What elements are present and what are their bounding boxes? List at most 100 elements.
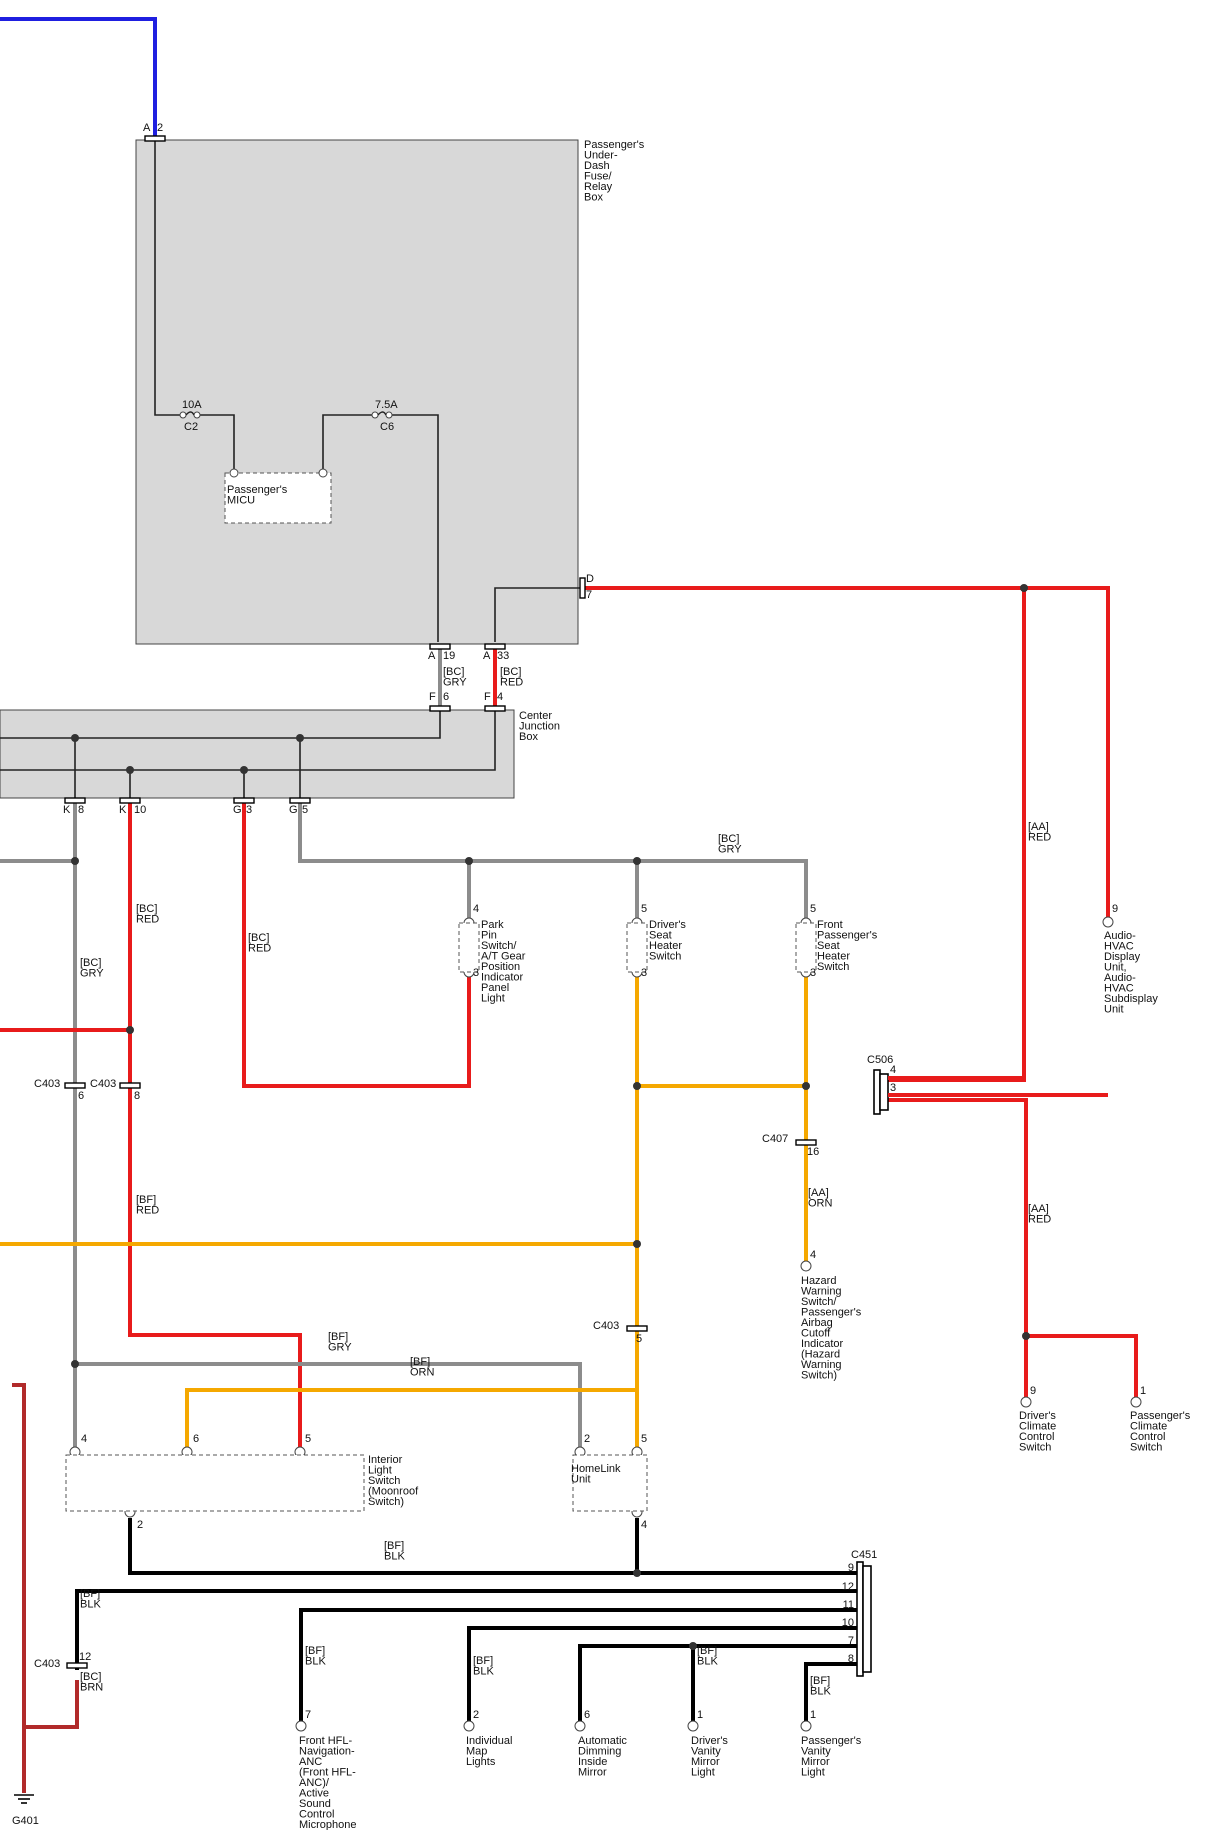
wire-k10-red (128, 800, 302, 1448)
frt-seat-heater-box (795, 922, 817, 973)
pin-hazard: 4 (810, 1249, 816, 1261)
conn-c506-pin2: 3 (890, 1082, 896, 1094)
conn-c506-pin1: 4 (890, 1064, 896, 1076)
wire-label-bc-gry-2: [BC]GRY (718, 833, 742, 856)
conn-c403a: C403 (34, 1078, 60, 1090)
fuse-f1-id: C2 (184, 421, 198, 433)
conn-c407-pin: 16 (807, 1146, 819, 1158)
wire-label-bc-red-1: [BC]RED (500, 666, 523, 689)
ground-icon (14, 1794, 34, 1804)
pin-drv-bot: 3 (641, 967, 647, 979)
pin-il-6: 6 (193, 1433, 199, 1445)
pin-park-top: 4 (473, 903, 479, 915)
d7-internal-wire (494, 587, 582, 642)
conn-a2-pin: 2 (157, 122, 163, 134)
homelink-unit-box (572, 1454, 648, 1512)
pin-hl-2: 2 (584, 1433, 590, 1445)
wire-label-bf-blk-1: [BF]BLK (384, 1540, 405, 1563)
wire-label-bc-gry-3: [BC]GRY (80, 957, 104, 980)
conn-f6-letter: F (429, 691, 436, 703)
pin-frt-top: 5 (810, 903, 816, 915)
pin-frt-bot: 3 (810, 967, 816, 979)
wire-blk-hl (128, 1518, 866, 1575)
pin-il-5: 5 (305, 1433, 311, 1445)
wire-label-bf-gry: [BF]GRY (328, 1331, 352, 1354)
wire-orn-seat (635, 975, 808, 1448)
wire-label-aa-red-1: [AA]RED (1028, 821, 1051, 844)
conn-c403a-pin: 6 (78, 1090, 84, 1102)
c506-connector-icon (873, 1069, 889, 1115)
wire-label-bc-red-2: [BC]RED (136, 903, 159, 926)
conn-c403c: C403 (593, 1320, 619, 1332)
wire-blk-c451 (75, 1589, 866, 1722)
splice-dots (71, 584, 1030, 1650)
wire-g5-gry (298, 800, 808, 920)
wire-d7-red (584, 586, 1110, 918)
conn-k8-letter: K (63, 804, 71, 816)
c451-pin-11: 11 (843, 1599, 854, 1611)
conn-c403d: C403 (34, 1658, 60, 1670)
cjb-splice-2 (296, 734, 304, 742)
pin-il-4: 4 (81, 1433, 87, 1445)
wire-blue (0, 17, 157, 138)
conn-a19-letter: A (428, 650, 436, 662)
wire-label-bc-red-3: [BC]RED (248, 932, 271, 955)
fuse-10a-icon (179, 411, 201, 419)
wire-label-bf-red: [BF]RED (136, 1194, 159, 1217)
fuse-relay-box (135, 139, 579, 645)
wire-label-bc-brn: [BC]BRN (80, 1671, 103, 1694)
conn-c403c-pin: 5 (636, 1333, 642, 1345)
fuse-f2-id: C6 (380, 421, 394, 433)
conn-c407: C407 (762, 1133, 788, 1145)
pin-drv-van: 1 (697, 1709, 703, 1721)
pin-audio: 9 (1112, 903, 1118, 915)
hfl-label: Front HFL-Navigation-ANC(Front HFL-ANC)/… (299, 1735, 356, 1830)
park-pin-switch-box (458, 922, 480, 973)
conn-a2-letter: A (143, 122, 151, 134)
wire-label-aa-orn: [AA]ORN (808, 1187, 833, 1210)
pin-hl-4: 4 (641, 1519, 647, 1531)
conn-d7-pin: 7 (586, 589, 592, 601)
conn-c403d-pin: 12 (79, 1651, 91, 1663)
wire-label-bf-orn: [BF]ORN (410, 1356, 435, 1379)
conn-g3-letter: G (233, 804, 242, 816)
wire-label-bf-blk-5: [BF]BLK (697, 1645, 718, 1668)
wire-aa-red-climate (888, 1098, 1138, 1398)
pin-map: 2 (473, 1709, 479, 1721)
conn-k10-letter: K (119, 804, 127, 816)
pin-pass-van: 1 (810, 1709, 816, 1721)
pin-drv-top: 5 (641, 903, 647, 915)
conn-f4-letter: F (484, 691, 491, 703)
conn-c451: C451 (851, 1549, 877, 1561)
conn-f4-pin: 4 (497, 691, 503, 703)
pin-mirror: 6 (584, 1709, 590, 1721)
interior-light-switch-box (65, 1454, 365, 1512)
pin-hfl: 7 (305, 1709, 311, 1721)
ground-label: G401 (12, 1815, 39, 1827)
wire-label-aa-red-2: [AA]RED (1028, 1203, 1051, 1226)
cjb-splice-3 (126, 766, 134, 774)
conn-k10-pin: 10 (134, 804, 146, 816)
fuse-f1-rating: 10A (182, 399, 202, 411)
conn-k8-pin: 8 (78, 804, 84, 816)
conn-c403b: C403 (90, 1078, 116, 1090)
drv-seat-heater-box (626, 922, 648, 973)
cjb-splice-1 (71, 734, 79, 742)
conn-g3-pin: 3 (246, 804, 252, 816)
connector-tabs (64, 135, 817, 1669)
c451-pin-12: 12 (842, 1581, 854, 1593)
c506-wires (888, 1076, 1108, 1097)
c451-pin-7: 7 (848, 1635, 854, 1647)
